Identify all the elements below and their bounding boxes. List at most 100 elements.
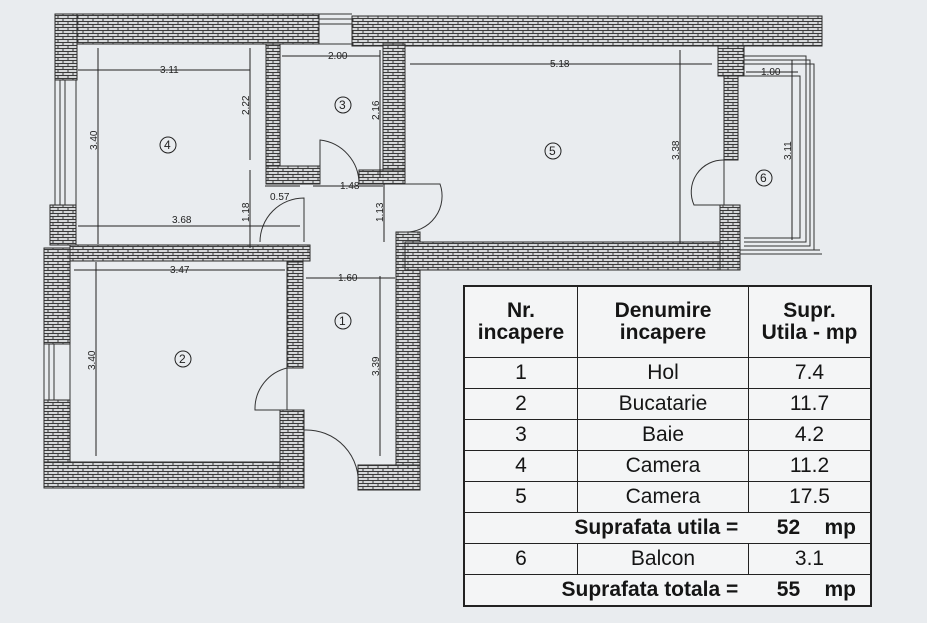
header-nr: Nr. incapere xyxy=(463,285,578,358)
room-marker-2: 2 xyxy=(174,350,192,368)
wall-kitchen-top xyxy=(69,244,311,262)
cell-nr: 4 xyxy=(463,450,578,482)
wall-hall-bottom xyxy=(357,464,421,491)
table-row: 5 Camera 17.5 xyxy=(463,481,872,513)
dim-hall-width: 1.48 xyxy=(340,181,360,192)
cell-nr: 6 xyxy=(463,543,578,575)
dim-room5-width: 5.18 xyxy=(550,59,570,70)
cell-nr: 1 xyxy=(463,357,578,389)
table-header-row: Nr. incapere Denumire incapere Supr. Uti… xyxy=(463,285,872,358)
totala-total-row: Suprafata totala = 55 mp xyxy=(463,574,872,607)
wall-left-lower xyxy=(43,247,71,345)
table-row: 2 Bucatarie 11.7 xyxy=(463,388,872,420)
totala-unit: mp xyxy=(824,578,857,601)
cell-nr: 3 xyxy=(463,419,578,451)
table-row: 1 Hol 7.4 xyxy=(463,357,872,389)
cell-area: 11.7 xyxy=(748,388,872,420)
dim-corridor-width: 3.68 xyxy=(172,215,192,226)
dim-hall-gap: 1.13 xyxy=(375,202,386,222)
dim-room5-height: 3.38 xyxy=(671,140,682,160)
wall-room5-right-upper xyxy=(717,45,745,77)
dim-room2-width: 3.47 xyxy=(170,265,190,276)
room-marker-4: 4 xyxy=(159,136,177,154)
room-markers: 1 2 3 4 5 6 xyxy=(159,96,773,368)
header-denumire-line2: incapere xyxy=(619,321,707,344)
wall-room5-right-mid xyxy=(723,75,739,161)
dim-room4-width: 3.11 xyxy=(160,65,179,76)
cell-nr: 2 xyxy=(463,388,578,420)
totala-total-cell: Suprafata totala = 55 mp xyxy=(463,574,872,607)
utila-value: 52 xyxy=(776,516,801,539)
svg-text:3: 3 xyxy=(339,98,346,112)
header-suprafata-line1: Supr. xyxy=(783,299,836,322)
dim-room6-height: 3.11 xyxy=(783,141,794,160)
wall-top-right xyxy=(351,15,823,47)
wall-kitchen-right-upper xyxy=(286,261,304,369)
cell-name: Camera xyxy=(577,450,749,482)
svg-text:6: 6 xyxy=(760,171,767,185)
dim-wall-gap: 1.18 xyxy=(241,202,252,222)
totala-value: 55 xyxy=(776,578,801,601)
wall-hall-mid xyxy=(358,169,406,185)
wall-kitchen-right-lower xyxy=(279,409,305,489)
dim-room1-height: 3.39 xyxy=(371,356,382,376)
dim-room3-height: 2.16 xyxy=(371,100,382,120)
header-denumire-line1: Denumire xyxy=(614,299,712,322)
dim-room2-height: 3.40 xyxy=(87,350,98,370)
wall-room5-right xyxy=(719,204,741,271)
wall-bath-right xyxy=(382,43,406,185)
svg-text:2: 2 xyxy=(179,352,186,366)
wall-hall-right xyxy=(395,231,421,491)
cell-area: 11.2 xyxy=(748,450,872,482)
header-denumire: Denumire incapere xyxy=(577,285,749,358)
utila-unit: mp xyxy=(824,516,857,539)
cell-name: Baie xyxy=(577,419,749,451)
cell-name: Balcon xyxy=(577,543,749,575)
doors xyxy=(254,139,725,489)
wall-left-mid xyxy=(49,204,77,246)
utila-label: Suprafata utila = xyxy=(574,516,739,539)
dim-room4-inner: 2.22 xyxy=(241,95,252,115)
cell-area: 4.2 xyxy=(748,419,872,451)
header-suprafata-line2: Utila - mp xyxy=(761,321,858,344)
wall-top-left xyxy=(54,13,320,45)
balcony-row: 6 Balcon 3.1 xyxy=(463,543,872,575)
header-suprafata: Supr. Utila - mp xyxy=(748,285,872,358)
cell-name: Bucatarie xyxy=(577,388,749,420)
room-marker-1: 1 xyxy=(334,312,352,330)
svg-text:5: 5 xyxy=(549,144,556,158)
cell-area: 3.1 xyxy=(748,543,872,575)
totala-label: Suprafata totala = xyxy=(561,578,739,601)
header-nr-line2: incapere xyxy=(477,321,565,344)
header-nr-line1: Nr. xyxy=(506,299,535,322)
dim-room1-width: 1.60 xyxy=(338,273,358,284)
wall-bath-bottom xyxy=(265,165,321,185)
cell-area: 17.5 xyxy=(748,481,872,513)
svg-text:1: 1 xyxy=(339,314,346,328)
table-row: 3 Baie 4.2 xyxy=(463,419,872,451)
room-marker-3: 3 xyxy=(334,96,352,114)
walls xyxy=(43,13,823,491)
cell-name: Camera xyxy=(577,481,749,513)
room-marker-6: 6 xyxy=(755,169,773,187)
wall-room5-bottom xyxy=(404,241,741,271)
dim-room6-width: 1.00 xyxy=(761,67,781,78)
area-table: Nr. incapere Denumire incapere Supr. Uti… xyxy=(463,285,872,607)
dim-hall-left: 0.57 xyxy=(270,192,290,203)
dimension-labels: 3.11 3.40 2.22 2.00 2.16 5.18 3.38 1.00 … xyxy=(87,51,794,376)
wall-room4-right xyxy=(265,43,281,167)
cell-area: 7.4 xyxy=(748,357,872,389)
utila-total-row: Suprafata utila = 52 mp xyxy=(463,512,872,544)
room-marker-5: 5 xyxy=(544,142,562,160)
table-row: 4 Camera 11.2 xyxy=(463,450,872,482)
dimension-lines xyxy=(74,48,798,456)
wall-bottom xyxy=(43,461,305,489)
svg-text:4: 4 xyxy=(164,138,171,152)
dim-room4-height: 3.40 xyxy=(89,130,100,150)
cell-nr: 5 xyxy=(463,481,578,513)
utila-total-cell: Suprafata utila = 52 mp xyxy=(463,512,872,544)
cell-name: Hol xyxy=(577,357,749,389)
dim-room3-width: 2.00 xyxy=(328,51,348,62)
windows xyxy=(43,13,822,400)
